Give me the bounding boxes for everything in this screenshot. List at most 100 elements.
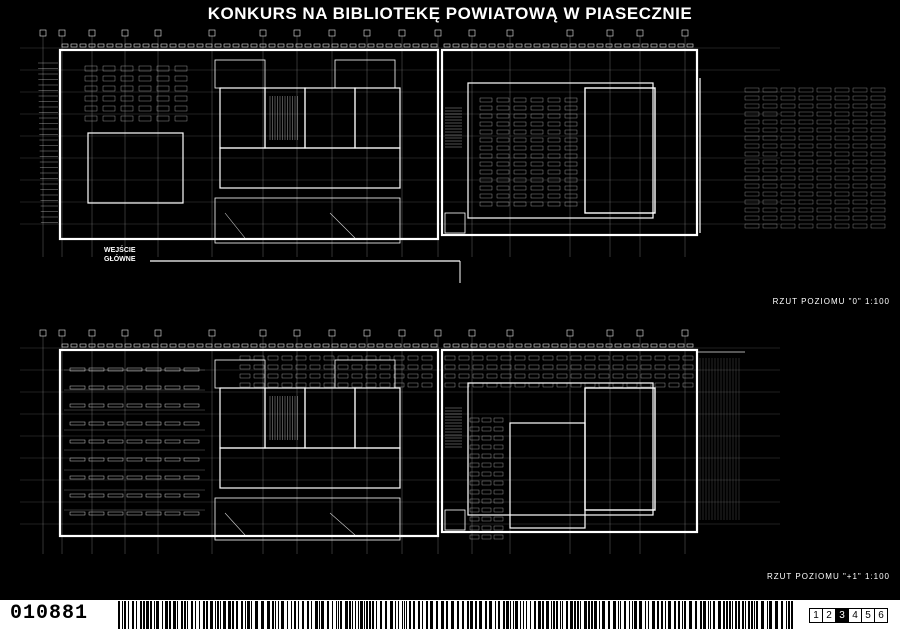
seat-row xyxy=(798,143,814,149)
barcode-bar xyxy=(390,601,393,629)
shelf xyxy=(126,457,143,462)
first-floor-label: RZUT POZIOMU "+1" 1:100 xyxy=(766,572,890,581)
window-mark xyxy=(79,43,87,48)
shelf xyxy=(183,403,200,408)
seat-row xyxy=(493,471,504,477)
shelf xyxy=(126,385,143,390)
seat-row xyxy=(798,215,814,221)
seat-row xyxy=(469,426,480,432)
desk xyxy=(295,382,307,388)
barcode-bar xyxy=(742,601,744,629)
desk xyxy=(682,364,694,370)
window-mark xyxy=(304,343,312,348)
seat-row xyxy=(762,127,778,133)
barcode-bar xyxy=(409,601,411,629)
seat-row xyxy=(513,185,527,191)
seat-row xyxy=(816,127,832,133)
seat-row xyxy=(780,119,796,125)
shelf xyxy=(145,493,162,498)
seat-row xyxy=(780,151,796,157)
window-mark xyxy=(241,343,249,348)
seat-row xyxy=(547,161,561,167)
barcode-bar xyxy=(645,601,646,629)
desk xyxy=(514,355,526,361)
desk xyxy=(654,355,666,361)
seat-row xyxy=(547,113,561,119)
barcode-bar xyxy=(648,601,649,629)
window-mark xyxy=(367,343,375,348)
seat-row xyxy=(762,223,778,229)
seat-row xyxy=(870,215,886,221)
shelf xyxy=(69,385,86,390)
plan-room xyxy=(219,147,401,189)
barcode-bar xyxy=(143,601,145,629)
seat-row xyxy=(798,199,814,205)
shelf xyxy=(88,385,105,390)
seat-row xyxy=(481,516,492,522)
barcode-bar xyxy=(364,601,365,629)
desk xyxy=(267,382,279,388)
barcode-bar xyxy=(360,601,363,629)
barcode-bar xyxy=(338,601,339,629)
seat-row xyxy=(834,199,850,205)
seat-row xyxy=(780,95,796,101)
page-number-6: 6 xyxy=(878,610,884,621)
seat-row xyxy=(479,129,493,135)
seat-row xyxy=(780,175,796,181)
barcode-bar xyxy=(272,601,274,629)
barcode-bar xyxy=(594,601,597,629)
grid-marker xyxy=(121,329,129,337)
barcode-bar xyxy=(406,601,407,629)
desk xyxy=(84,75,98,82)
desk xyxy=(598,382,610,388)
shelf xyxy=(69,511,86,516)
plan-room xyxy=(354,387,401,449)
desk xyxy=(626,373,638,379)
shelf xyxy=(107,403,124,408)
seat-row xyxy=(496,177,510,183)
barcode-bar xyxy=(236,601,238,629)
building-wall xyxy=(440,348,699,534)
seat-row xyxy=(744,199,760,205)
desk xyxy=(444,355,456,361)
barcode-bar xyxy=(708,601,709,629)
window-mark xyxy=(133,343,141,348)
seat-row xyxy=(496,121,510,127)
window-mark xyxy=(470,43,478,48)
entrance-label-line1: WEJŚCIE xyxy=(104,247,136,254)
barcode-bar xyxy=(624,601,626,629)
window-mark xyxy=(187,43,195,48)
seat-row xyxy=(547,121,561,127)
window-mark xyxy=(421,43,429,48)
seat-row xyxy=(469,534,480,540)
barcode-bar xyxy=(376,601,377,629)
window-mark xyxy=(133,43,141,48)
window-mark xyxy=(650,43,658,48)
seat-row xyxy=(816,175,832,181)
seat-row xyxy=(870,223,886,229)
grid-marker xyxy=(88,29,96,37)
barcode-bar xyxy=(695,601,697,629)
desk xyxy=(120,95,134,102)
barcode-bar xyxy=(788,601,790,629)
desk xyxy=(668,373,680,379)
seat-row xyxy=(496,113,510,119)
desk xyxy=(156,85,170,92)
barcode-bar xyxy=(294,601,296,629)
seat-row xyxy=(530,153,544,159)
first-floor-plan xyxy=(20,329,780,554)
desk xyxy=(351,373,363,379)
window-mark xyxy=(461,343,469,348)
window-mark xyxy=(106,343,114,348)
seat-row xyxy=(798,167,814,173)
seat-row xyxy=(530,121,544,127)
shelf xyxy=(88,511,105,516)
barcode-bar xyxy=(751,601,753,629)
seat-row xyxy=(469,471,480,477)
barcode-bar xyxy=(154,601,155,629)
desk xyxy=(472,355,484,361)
seat-row xyxy=(852,119,868,125)
desk xyxy=(365,364,377,370)
barcode-bar xyxy=(498,601,500,629)
desk xyxy=(84,115,98,122)
